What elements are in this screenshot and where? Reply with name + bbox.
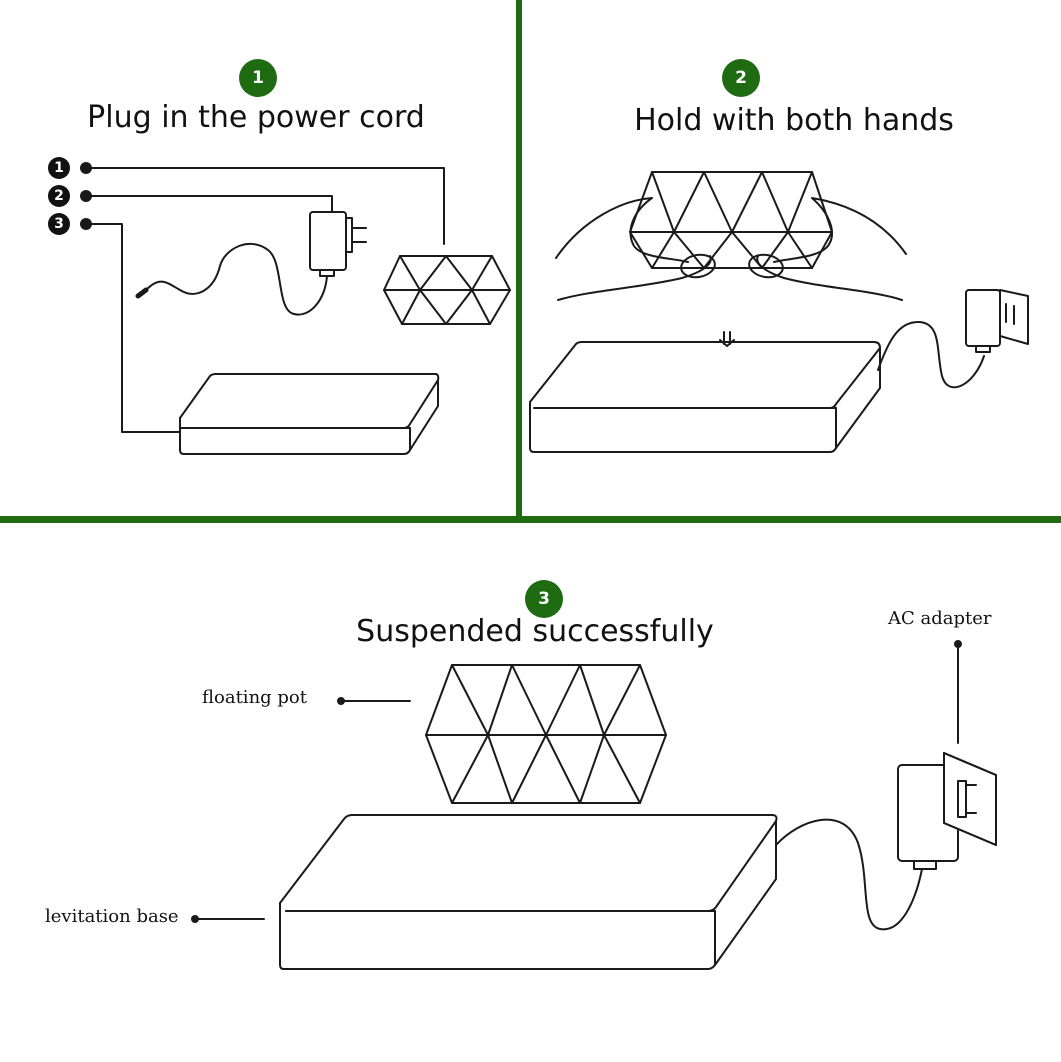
down-arrow-icon <box>719 331 735 347</box>
horizontal-divider <box>0 516 1061 523</box>
step-2-illustration <box>529 171 1029 453</box>
vertical-divider <box>516 0 522 520</box>
power-cable <box>877 321 985 389</box>
step-1-badge: 1 <box>239 59 277 97</box>
step-2-badge: 2 <box>722 59 760 97</box>
power-adapter-icon <box>897 752 997 870</box>
leader-line-pot <box>85 167 445 245</box>
floating-pot-label: floating pot <box>202 687 307 708</box>
floating-pot-icon <box>425 664 667 804</box>
leader-line-adapter <box>85 195 333 213</box>
levitation-base-icon <box>529 341 881 453</box>
step-3-illustration <box>191 640 997 970</box>
right-hand-icon <box>748 197 907 301</box>
step-3-title: Suspended successfully <box>356 614 714 649</box>
callout-2-marker: 2 <box>48 185 70 207</box>
cable-connector-icon <box>135 287 149 299</box>
left-hand-icon <box>555 197 716 301</box>
ac-adapter-label: AC adapter <box>888 608 992 629</box>
power-adapter-icon <box>309 211 367 277</box>
leader-line-base <box>85 223 181 433</box>
callout-3-marker: 3 <box>48 213 70 235</box>
step-1-title: Plug in the power cord <box>87 100 425 135</box>
step-3-badge: 3 <box>525 580 563 618</box>
power-adapter-icon <box>965 289 1029 353</box>
step-3-panel: 3 Suspended successfully floating pot le… <box>0 523 1061 1062</box>
power-cable <box>775 818 923 931</box>
step-2-title: Hold with both hands <box>634 103 954 138</box>
levitation-base-label: levitation base <box>45 906 179 927</box>
floating-pot-icon <box>383 255 511 325</box>
step-1-illustration <box>80 162 511 455</box>
step-2-panel: 2 Hold with both hands <box>522 0 1061 516</box>
levitation-base-icon <box>179 373 440 455</box>
callout-1-marker: 1 <box>48 157 70 179</box>
levitation-base-icon <box>279 814 778 970</box>
power-cable <box>145 242 328 316</box>
step-1-panel: 1 Plug in the power cord 1 2 3 <box>0 0 516 516</box>
floating-pot-icon <box>629 171 833 269</box>
